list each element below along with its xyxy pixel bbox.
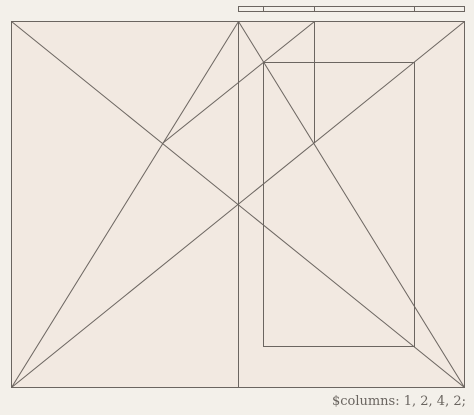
column-ruler (238, 6, 465, 12)
right-page-diagonal (238, 21, 465, 388)
text-block (263, 62, 415, 347)
ruler-frame (238, 6, 465, 12)
left-page-diagonal (11, 21, 239, 388)
spread-diagonal-up (11, 21, 465, 388)
auxiliary-line (162, 21, 315, 144)
columns-caption: $columns: 1, 2, 4, 2; (331, 394, 466, 409)
construction-lines (11, 21, 465, 388)
